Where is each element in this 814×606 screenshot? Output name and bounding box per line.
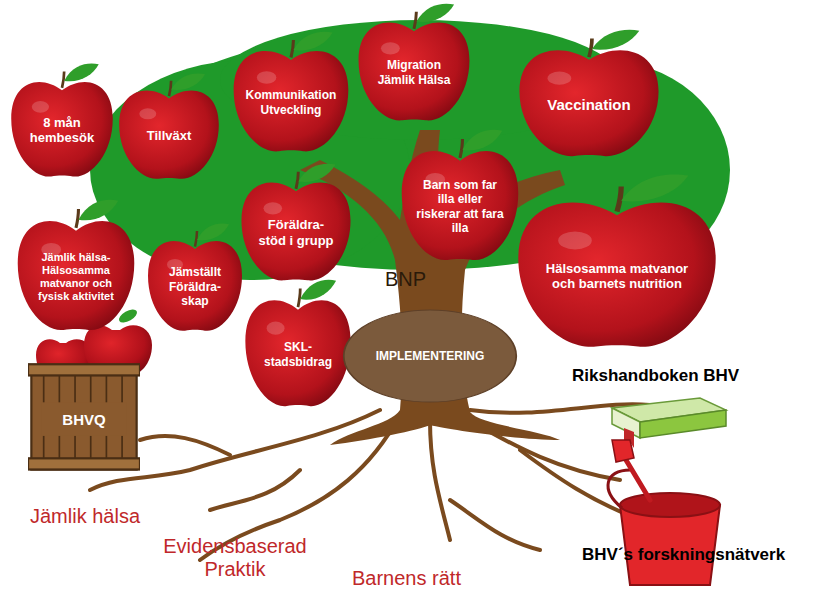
node-text: SKL- stadsbidrag: [258, 312, 339, 396]
text-label: Evidensbaserad Praktik: [150, 535, 320, 581]
apple-node: Föräldra- stöd i grupp: [238, 162, 354, 284]
apple-node: Hälsosamma matvanor och barnets nutritio…: [512, 172, 722, 352]
apple-node: Jämlik hälsa- Hälsosamma matvanor och fy…: [14, 198, 138, 334]
apple-node: Vaccination: [515, 28, 663, 160]
node-text: Jämställt Föräldra- skap: [159, 251, 231, 323]
text-label: Rikshandboken BHV: [572, 366, 739, 386]
text-label: BHV´s forskningsnätverk: [582, 545, 785, 565]
text-label: BNP: [385, 268, 426, 291]
node-text: Jämlik hälsa- Hälsosamma matvanor och fy…: [31, 233, 120, 320]
apple-node: Tillväxt: [116, 72, 222, 182]
apple-node: Jämställt Föräldra- skap: [145, 222, 245, 334]
apple-node: 8 mån hembesök: [8, 62, 116, 180]
node-text: 8 mån hembesök: [23, 93, 101, 169]
text-label: Jämlik hälsa: [30, 505, 140, 528]
node-text: Migration Jämlik Hälsa: [372, 34, 457, 112]
node-text: Vaccination: [536, 62, 643, 146]
apple-node: Migration Jämlik Hälsa: [355, 2, 473, 124]
basket-node: BHVQ: [28, 362, 140, 474]
node-text: Kommunikation Utveckling: [247, 63, 335, 143]
text-label: Barnens rätt: [352, 567, 461, 590]
node-text: Barn som far illa eller riskerar att far…: [415, 163, 504, 250]
apple-node: SKL- stadsbidrag: [242, 278, 354, 410]
apple-shape: [515, 28, 663, 160]
node-text: Tillväxt: [131, 101, 207, 171]
node-text: BHVQ: [41, 402, 126, 436]
apple-node: Kommunikation Utveckling: [230, 30, 352, 155]
node-text: Hälsosamma matvanor och barnets nutritio…: [541, 219, 692, 334]
trunk-oval: IMPLEMENTERING: [342, 308, 518, 404]
apple-node: Barn som far illa eller riskerar att far…: [398, 128, 522, 264]
node-text: IMPLEMENTERING: [353, 308, 508, 404]
apple-shape: [116, 72, 222, 182]
node-text: Föräldra- stöd i grupp: [254, 194, 338, 272]
